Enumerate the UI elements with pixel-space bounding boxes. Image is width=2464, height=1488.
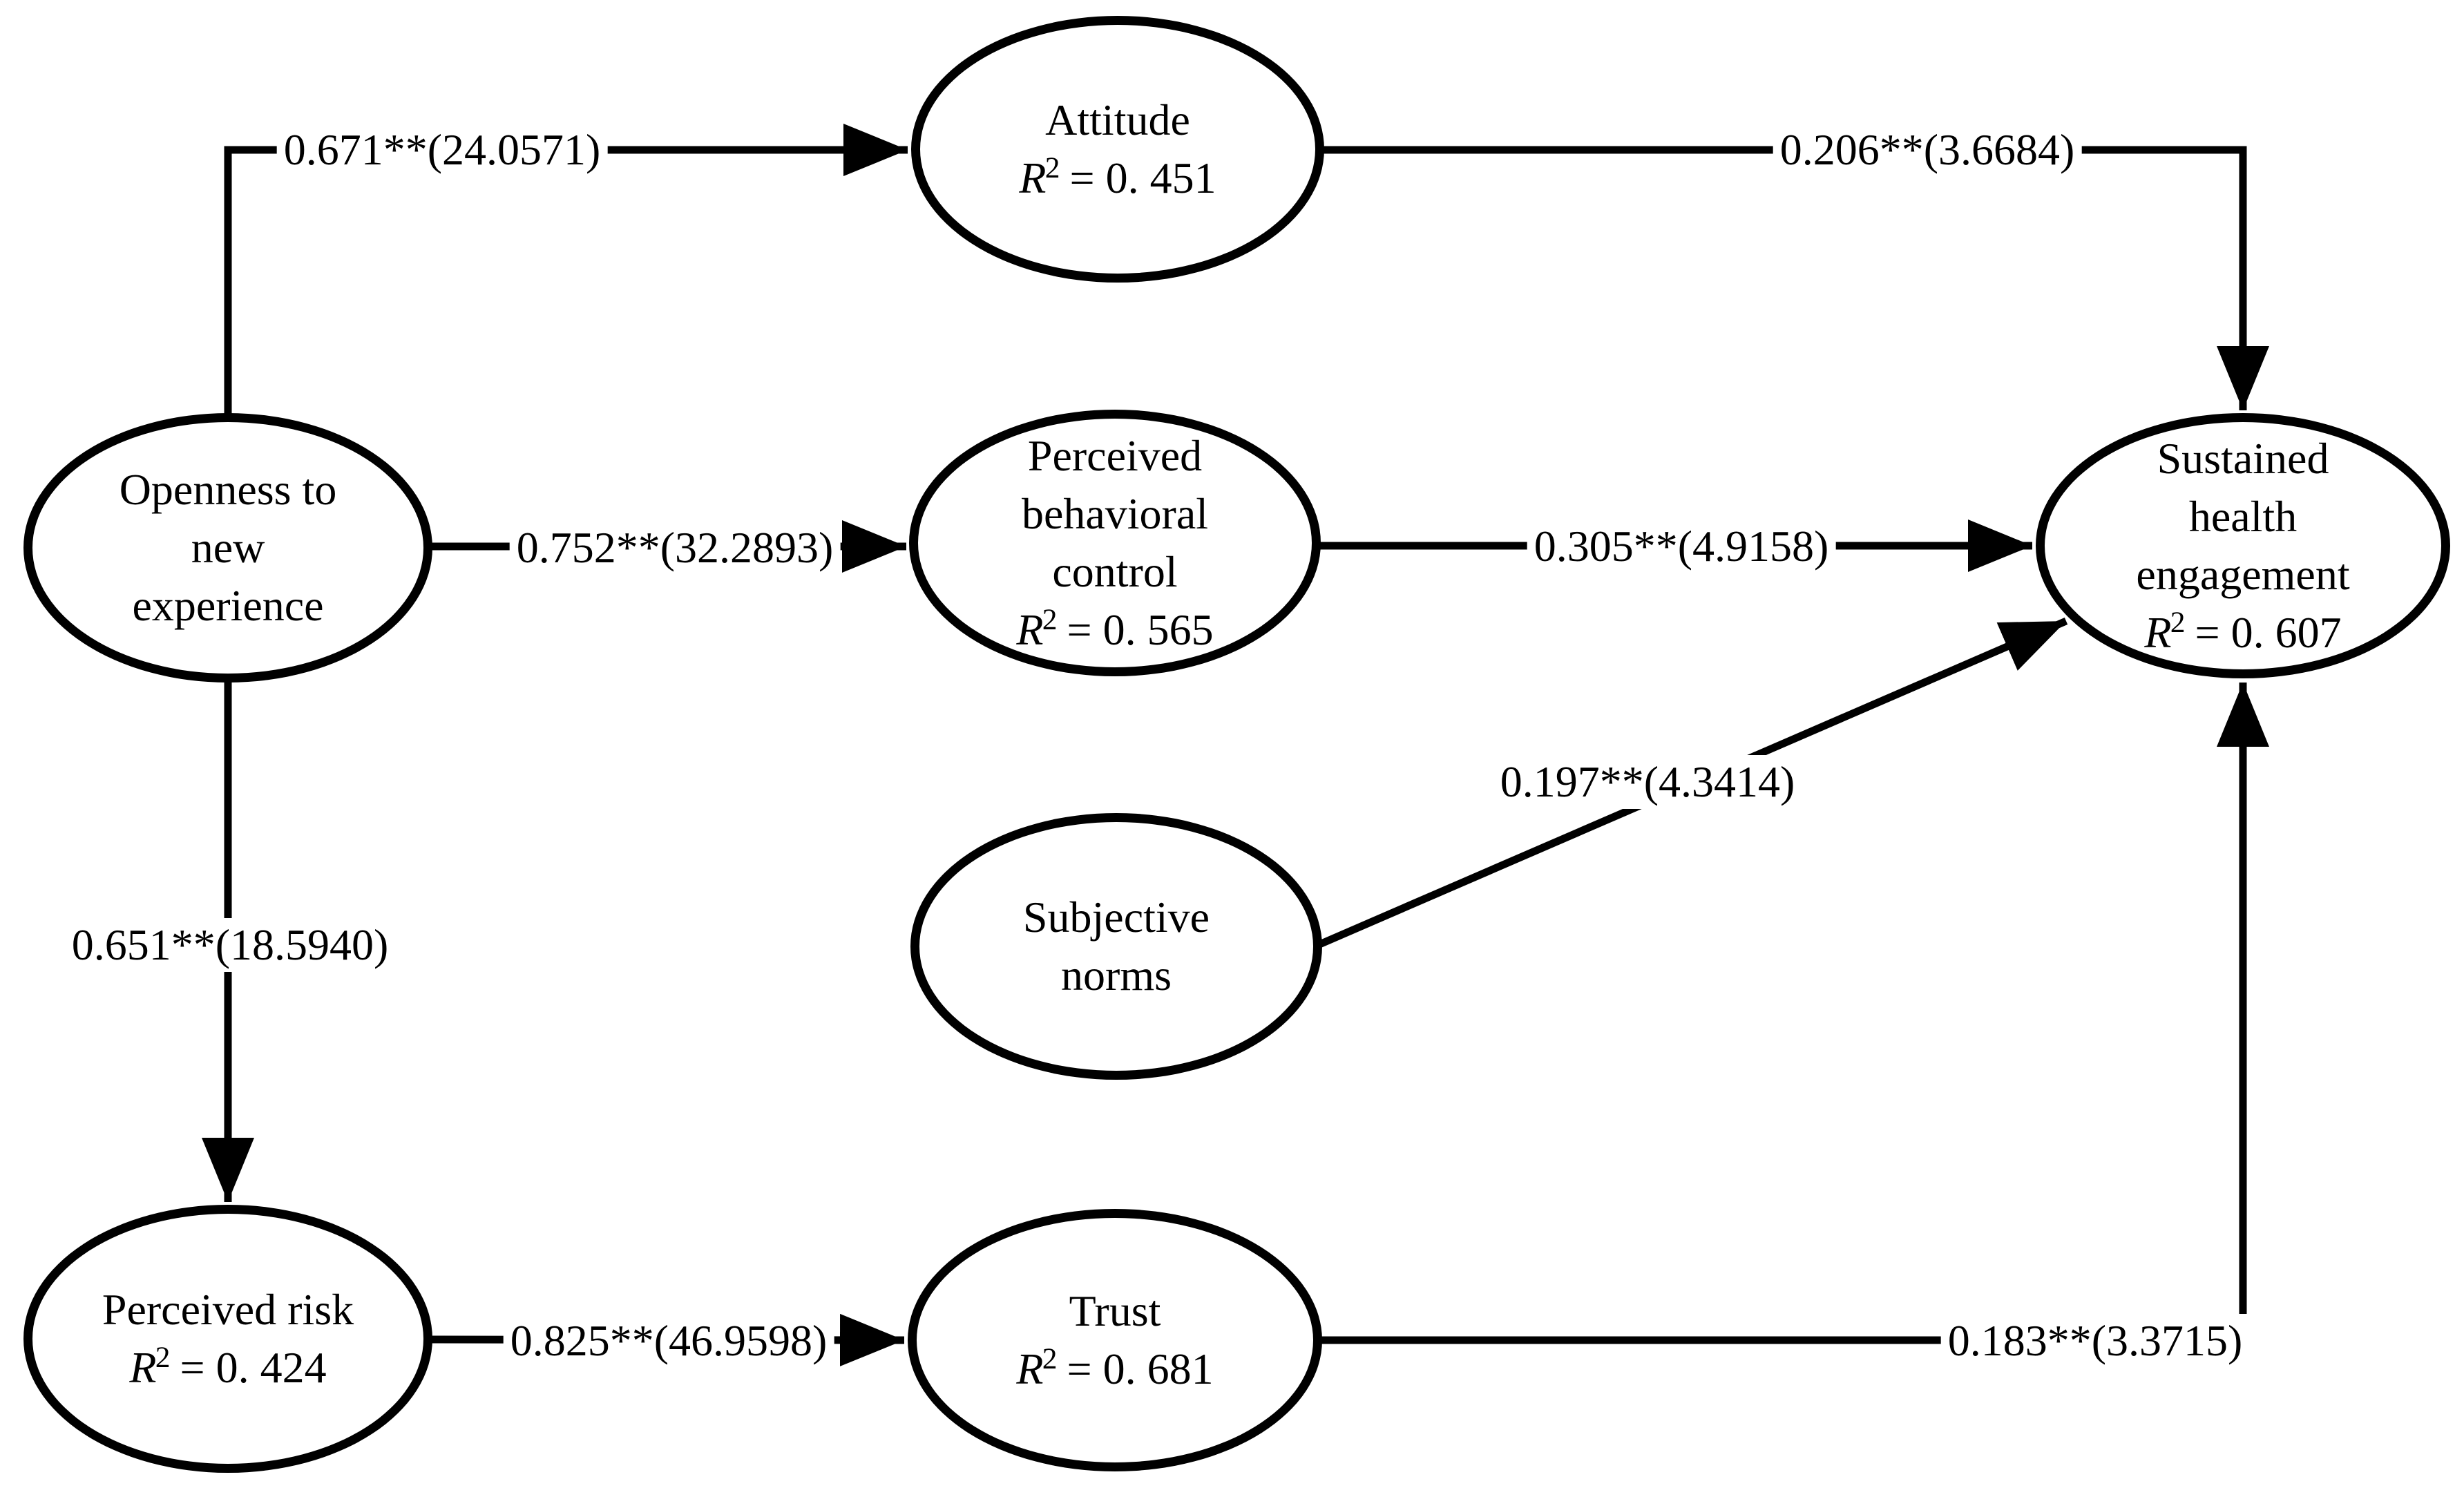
r-squared-exponent: 2	[1042, 1342, 1058, 1375]
node-label-line: Subjective	[1022, 893, 1210, 942]
edge-label-openness-attitude: 0.671**(24.0571)	[276, 123, 608, 177]
node-label-line: health	[2188, 492, 2298, 541]
node-label-line: Perceived risk	[102, 1285, 354, 1334]
r-squared-exponent: 2	[155, 1340, 171, 1374]
r-squared-exponent: 2	[2170, 605, 2186, 639]
r-squared-symbol: R	[1016, 605, 1044, 654]
node-r2-value: R2 = 0. 424	[129, 1339, 326, 1397]
node-label-line: norms	[1061, 951, 1172, 1000]
r-squared-symbol: R	[1019, 153, 1047, 202]
r-squared-number: = 0. 607	[2195, 608, 2342, 657]
edge-label-attitude-sustained: 0.206**(3.6684)	[1773, 123, 2082, 177]
node-label-line: behavioral	[1021, 489, 1209, 538]
r-squared-symbol: R	[1016, 1344, 1044, 1393]
node-r2-value: R2 = 0. 607	[2144, 604, 2341, 662]
node-label-line: control	[1052, 547, 1178, 596]
r-squared-number: = 0. 451	[1069, 153, 1216, 202]
node-label-line: engagement	[2136, 550, 2350, 599]
node-label-line: Trust	[1069, 1286, 1161, 1335]
node-label-line: Openness to	[119, 465, 337, 514]
r-squared-exponent: 2	[1044, 151, 1060, 184]
node-label-line: Attitude	[1045, 95, 1190, 144]
node-label-line: Sustained	[2157, 434, 2329, 483]
node-r2-value: R2 = 0. 681	[1016, 1340, 1213, 1398]
edge-openness-attitude-line	[224, 124, 908, 417]
edge-label-openness-risk: 0.651**(18.5940)	[64, 918, 396, 972]
edge-label-pbc-sustained: 0.305**(4.9158)	[1527, 519, 1836, 573]
node-label-line: Perceived	[1027, 431, 1203, 480]
node-r2-value: R2 = 0. 451	[1019, 149, 1216, 207]
r-squared-exponent: 2	[1042, 602, 1058, 636]
edge-label-subjnorms-sustained: 0.197**(4.3414)	[1493, 755, 1802, 809]
r-squared-number: = 0. 681	[1067, 1344, 1214, 1393]
edge-label-risk-trust: 0.825**(46.9598)	[503, 1314, 834, 1368]
edge-attitude-sustained-line	[1321, 146, 2269, 410]
edge-label-openness-pbc: 0.752**(32.2893)	[509, 521, 841, 575]
node-label-line: new	[191, 523, 265, 572]
r-squared-symbol: R	[129, 1343, 157, 1392]
r-squared-symbol: R	[2144, 608, 2172, 657]
node-r2-value: R2 = 0. 565	[1016, 601, 1213, 659]
edge-label-trust-sustained: 0.183**(3.3715)	[1940, 1314, 2250, 1368]
r-squared-number: = 0. 424	[180, 1343, 327, 1392]
node-label-line: experience	[132, 581, 324, 630]
r-squared-number: = 0. 565	[1067, 605, 1214, 654]
